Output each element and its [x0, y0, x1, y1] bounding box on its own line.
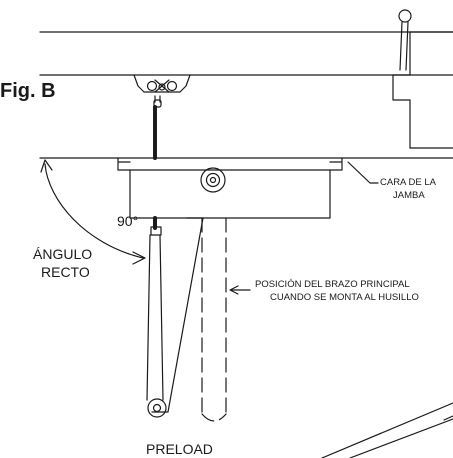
preload-label: PRELOAD [146, 441, 213, 457]
closer-body [117, 157, 343, 219]
elbow-joint-icon [147, 398, 167, 418]
alternate-arm-position [201, 217, 227, 422]
spindle-icon [200, 167, 226, 193]
door-panel [39, 31, 453, 76]
right-angle-label-line1: ÁNGULO [33, 246, 93, 262]
hinge-pin-icon [398, 9, 412, 71]
right-angle-arc [40, 159, 146, 265]
mounting-bracket [133, 74, 191, 108]
jamb-leader [347, 161, 379, 184]
jamb-label-line1: CARA DE LA [380, 177, 436, 188]
door-frame [392, 31, 453, 149]
forearm [146, 216, 164, 401]
jamb-label-line2: JAMBA [393, 190, 425, 201]
angle-label: 90° [117, 213, 139, 229]
arm-position-label-line2: CUANDO SE MONTA AL HUSILLO [270, 292, 419, 303]
right-angle-label-line2: RECTO [41, 264, 90, 280]
main-arm [151, 217, 204, 413]
figure-label: Fig. B [0, 80, 56, 102]
arm-position-leader [229, 285, 251, 295]
arm-position-label-line1: POSICIÓN DEL BRAZO PRINCIPAL [255, 279, 410, 290]
secondary-view-fragment [321, 402, 453, 458]
